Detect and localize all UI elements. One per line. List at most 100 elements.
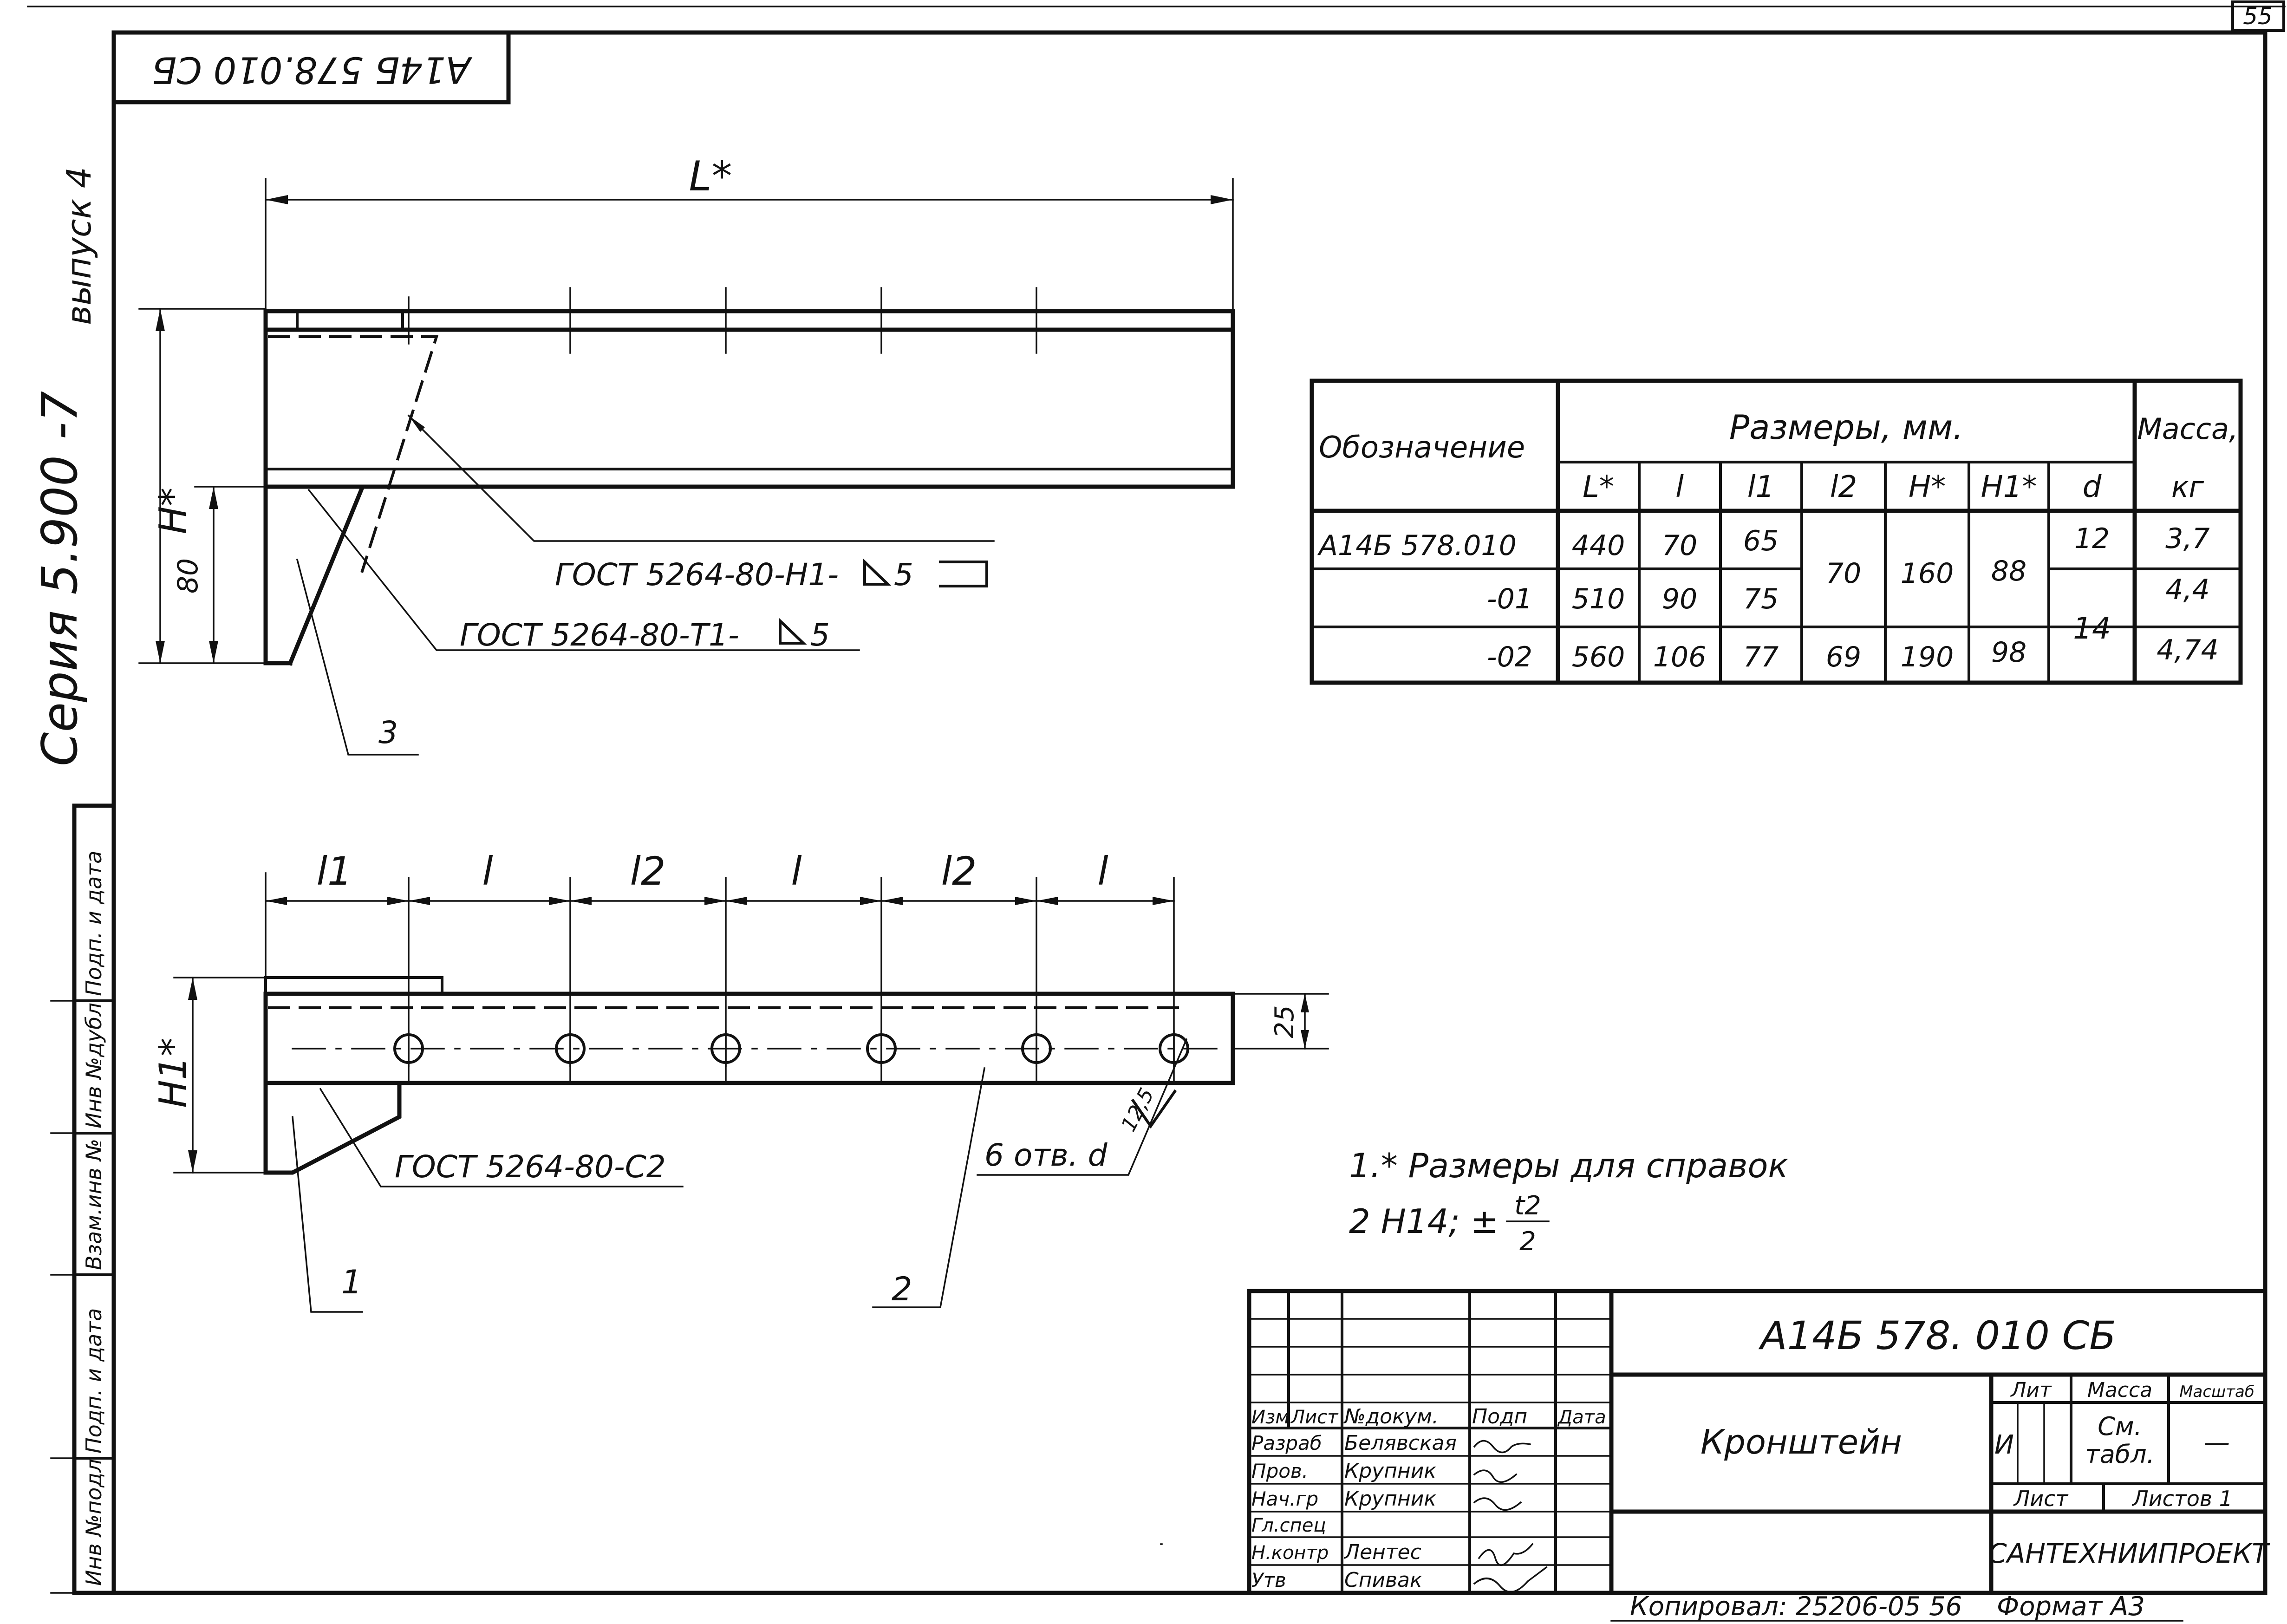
title-block: Изм Лист №докум. Подп Дата Разраб Белявс… [1247, 1289, 2270, 1595]
issue-label: выпуск 4 [59, 167, 98, 325]
sub-H1-star: H1* [1981, 470, 2037, 504]
mass-value-2: табл. [2085, 1440, 2155, 1469]
note-2: 2 H14; ± [1349, 1202, 1499, 1241]
sizes-table: Обозначение Размеры, мм. Масса, кг L* l … [1310, 378, 2243, 685]
chain-arrows [266, 897, 1174, 905]
head-data: Дата [1557, 1407, 1606, 1428]
weld-triangle-t1 [779, 617, 807, 645]
role-prov: Пров. [1251, 1460, 1308, 1482]
row-2-L: 560 [1572, 641, 1625, 673]
dim-l2-b: l2 [941, 848, 977, 894]
col-designation: Обозначение [1319, 430, 1525, 465]
drawing-code: А14Б 578. 010 СБ [1758, 1313, 2116, 1358]
weld-bracket-symbol [939, 561, 988, 587]
holes [393, 1030, 1189, 1067]
merged-H: 160 [1901, 557, 1954, 590]
page-number-box [2231, 0, 2285, 32]
row-0-l1: 65 [1743, 525, 1779, 557]
head-izm: Изм [1251, 1407, 1289, 1428]
row-2-l1: 77 [1743, 641, 1779, 673]
mass-value-1: См. [2098, 1412, 2142, 1441]
row-2-H1: 98 [1991, 636, 2026, 669]
name-utv: Спивак [1344, 1568, 1422, 1592]
sub-d: d [2083, 470, 2102, 504]
name-nach-gr: Крупник [1344, 1487, 1436, 1511]
role-nach-gr: Нач.гр [1251, 1487, 1318, 1510]
callout-1: 1 [341, 1263, 362, 1301]
callout-3: 3 [378, 715, 398, 750]
dim-l1: l1 [317, 848, 352, 894]
note-2-numerator: t2 [1514, 1191, 1541, 1221]
dim-l2-a: l2 [630, 848, 666, 894]
row-0-l: 70 [1662, 529, 1697, 562]
scale-value: — [2204, 1428, 2230, 1458]
org-name: САНТЕХНИИПРОЕКТ [1988, 1538, 2270, 1569]
dim-H-star: H* [151, 488, 195, 534]
name-prov: Крупник [1344, 1459, 1436, 1483]
series-label: Серия 5.900 -7 [32, 391, 88, 766]
side-stamp: Инв №подл Подп. и дата Взам.инв № Инв №д… [50, 803, 116, 1595]
footer-format: Формат А3 [1997, 1591, 2145, 1622]
merged-H1: 88 [1991, 555, 2026, 587]
row-1-l: 90 [1662, 583, 1697, 615]
holes-callout: 6 отв. d [984, 1137, 1108, 1173]
notes: 1.* Размеры для справок 2 H14; ± t2 2 [1349, 1146, 1788, 1257]
weld-triangle-h1 [863, 558, 892, 586]
dim-l-a: l [482, 848, 493, 894]
col-mass: Масса, [2137, 412, 2238, 446]
roughness-symbol [1131, 1089, 1177, 1129]
weld-t1-label: ГОСТ 5264-80-Т1- [460, 617, 739, 653]
row-1-mass: 4,4 [2165, 574, 2209, 606]
dim-l-c: l [1097, 848, 1108, 894]
row-1-designation: -01 [1487, 583, 1532, 615]
dim-L-star: L* [689, 152, 732, 200]
row-2-mass: 4,74 [2157, 634, 2219, 666]
stamp-podp-data-2: Подп. и дата [81, 851, 106, 996]
head-list: Лист [1290, 1407, 1339, 1428]
stamp-podp-data-1: Подп. и дата [81, 1308, 106, 1454]
stamp-inv-dubl: Инв №дубл [81, 1003, 106, 1128]
role-gl-spec: Гл.спец [1251, 1515, 1326, 1536]
weld-t1-leg: 5 [810, 617, 830, 653]
col-mass-unit: кг [2171, 470, 2204, 504]
front-view: L* H* 80 ГОСТ 526 [138, 152, 1235, 756]
head-podp: Подп [1472, 1405, 1527, 1428]
footer-copied: Копировал: 25206-05 56 [1630, 1591, 1962, 1622]
role-razrab: Разраб [1251, 1432, 1322, 1454]
row-1-L: 510 [1572, 583, 1625, 615]
sub-L-star: L* [1583, 470, 1614, 504]
role-utv: Утв [1251, 1569, 1286, 1591]
row-2-l2: 69 [1826, 641, 1861, 673]
sheet-label: Лист [2013, 1486, 2069, 1511]
plan-view: l1 l l2 l l2 l [151, 848, 1329, 1313]
weld-c2-label: ГОСТ 5264-80-С2 [395, 1149, 666, 1185]
top-stamp: А14Б 578.010 СБ [111, 30, 511, 104]
weld-h1-label: ГОСТ 5264-80-Н1- [555, 557, 839, 593]
sub-l1: l1 [1747, 470, 1775, 504]
dim-25: 25 [1270, 1005, 1300, 1038]
row-2-designation: -02 [1487, 641, 1532, 673]
head-dokum: №докум. [1343, 1405, 1439, 1428]
item-name: Кронштейн [1701, 1422, 1902, 1461]
sheets-label: Листов 1 [2131, 1486, 2233, 1511]
dim-H1-star: H1* [151, 1037, 195, 1108]
role-n-kontr: Н.контр [1251, 1542, 1329, 1564]
row-2-l: 106 [1653, 641, 1707, 673]
sub-l2: l2 [1830, 470, 1857, 504]
page-number: 55 [2243, 3, 2273, 30]
callout-2: 2 [892, 1270, 912, 1308]
dim-l-b: l [791, 848, 801, 894]
scale-head: Масштаб [2179, 1383, 2254, 1401]
stamp-inv-podl: Инв №подл [81, 1459, 106, 1586]
row-2-H: 190 [1901, 641, 1954, 673]
merged-l2: 70 [1826, 557, 1861, 590]
row-1-l1: 75 [1743, 583, 1779, 615]
roughness-value: 12,5 [1117, 1084, 1159, 1135]
name-n-kontr: Лентес [1343, 1540, 1421, 1564]
lit-value: И [1994, 1430, 2014, 1460]
dim-80: 80 [172, 558, 204, 594]
weld-h1-leg: 5 [894, 557, 913, 593]
merged-d-12: 12 [2074, 522, 2110, 555]
signatures [1473, 1440, 1548, 1593]
